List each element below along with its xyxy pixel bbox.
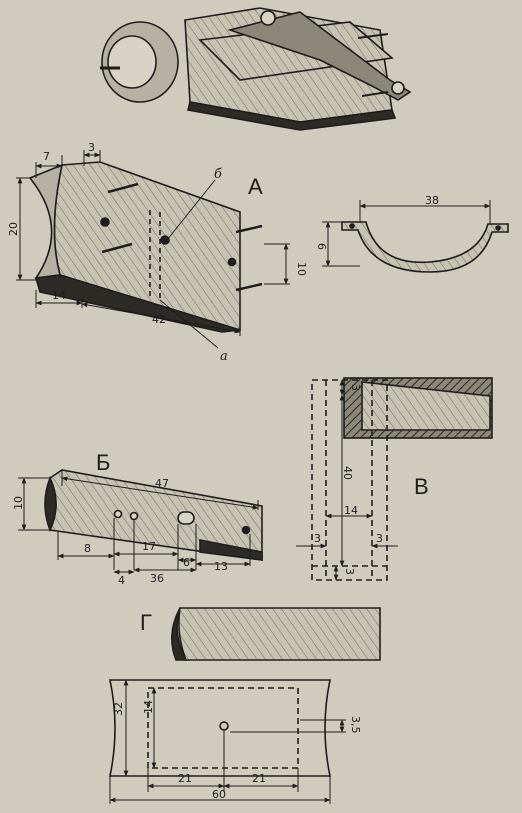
dim-v-14: 14	[344, 504, 358, 517]
view-a-dimensions	[16, 150, 290, 349]
view-a-block	[28, 161, 263, 333]
dim-v-3-top: 3	[349, 384, 362, 391]
dim-g-35: 3,5	[349, 716, 362, 734]
label-b: б	[214, 167, 222, 182]
dim-a-7: 7	[43, 150, 50, 163]
dim-g-21-right: 21	[252, 772, 266, 785]
dim-a-14: 14	[52, 289, 66, 302]
dim-strap-9: 9	[316, 243, 329, 250]
dim-b-47: 47	[155, 477, 169, 490]
dim-b-17: 17	[142, 540, 156, 553]
dim-a-42: 42	[152, 313, 166, 326]
dim-g-21-left: 21	[178, 772, 192, 785]
view-v-dimensions	[296, 379, 398, 581]
dim-strap-38: 38	[425, 194, 439, 207]
view-b-letter: Б	[96, 450, 110, 475]
dim-a-10: 10	[295, 262, 308, 276]
view-g-dimensions	[109, 679, 346, 804]
view-v-part	[311, 377, 493, 581]
strap-dimensions	[322, 200, 491, 267]
dim-b-4: 4	[118, 574, 125, 587]
dim-v-3-left: 3	[314, 532, 321, 545]
dim-b-36: 36	[150, 572, 164, 585]
label-a: а	[220, 349, 228, 364]
dim-v-40: 40	[341, 466, 354, 480]
dim-b-8: 8	[84, 542, 91, 555]
dim-a-20: 20	[7, 222, 20, 236]
dim-b-13: 13	[214, 560, 228, 573]
dim-g-14: 14	[142, 700, 155, 714]
view-g-part	[109, 607, 381, 777]
strap-part	[341, 221, 509, 273]
dim-b-10: 10	[12, 496, 25, 510]
view-a-letter: А	[248, 174, 263, 199]
dim-b-6: 6	[183, 556, 190, 569]
view-b-dimensions	[18, 470, 259, 575]
dim-a-3: 3	[88, 141, 95, 154]
dim-g-60: 60	[212, 788, 226, 801]
view-v-letter: В	[414, 474, 429, 499]
dim-g-32: 32	[112, 702, 125, 716]
dim-v-3-bottom: 3	[343, 568, 356, 575]
assembly-view	[100, 7, 412, 131]
dim-v-3-right: 3	[376, 532, 383, 545]
view-g-letter: Г	[140, 610, 152, 635]
